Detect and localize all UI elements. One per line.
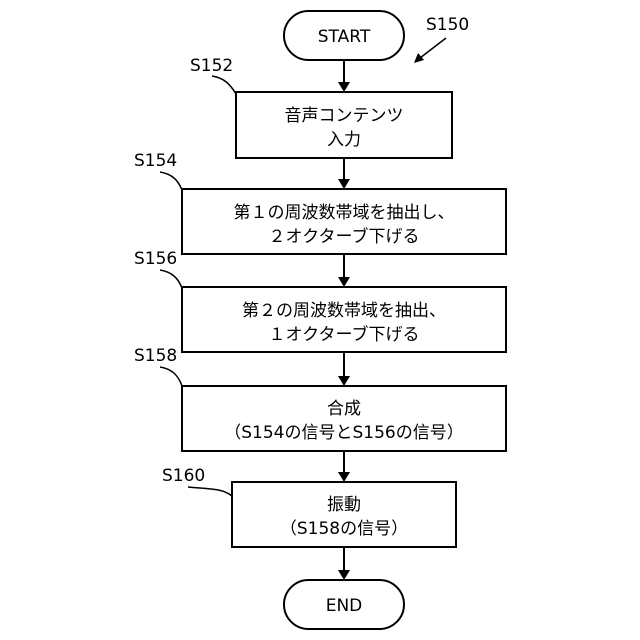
step-text-s158-line1: 合成 [327, 399, 361, 419]
arrowhead-s158 [338, 376, 350, 386]
arrowhead-s154 [338, 179, 350, 189]
arrowhead-s160 [338, 472, 350, 482]
step-text-s156-line1: 第２の周波数帯域を抽出、 [242, 301, 446, 321]
figure-label: S150 [426, 15, 469, 35]
leader-s160 [188, 487, 232, 496]
leader-s154 [160, 172, 182, 190]
leader-s158 [160, 367, 182, 386]
arrowhead-s152 [338, 82, 350, 92]
step-text-s154-line1: 第１の周波数帯域を抽出し、 [234, 203, 455, 223]
step-text-s152-line1: 音声コンテンツ [285, 106, 404, 126]
step-text-s152-line2: 入力 [327, 130, 361, 150]
step-label-s152: S152 [190, 56, 233, 76]
step-text-s160-line1: 振動 [327, 495, 361, 515]
leader-s156 [160, 270, 182, 288]
leader-s152 [212, 76, 236, 94]
step-label-s154: S154 [134, 151, 177, 171]
step-text-s158-line2: （S154の信号とS156の信号） [224, 423, 463, 443]
step-text-s154-line2: ２オクターブ下げる [269, 226, 420, 247]
step-text-s160-line2: （S158の信号） [280, 519, 408, 539]
step-label-s158: S158 [134, 346, 177, 366]
step-label-s156: S156 [134, 249, 177, 269]
arrowhead-end [338, 570, 350, 580]
step-text-s156-line2: １オクターブ下げる [269, 324, 420, 345]
start-text: START [318, 27, 371, 47]
arrowhead-s156 [338, 277, 350, 287]
figure-label-arrowhead [414, 53, 424, 63]
step-label-s160: S160 [162, 466, 205, 486]
end-text: END [326, 596, 363, 616]
figure-label-arrow-line [420, 38, 446, 58]
